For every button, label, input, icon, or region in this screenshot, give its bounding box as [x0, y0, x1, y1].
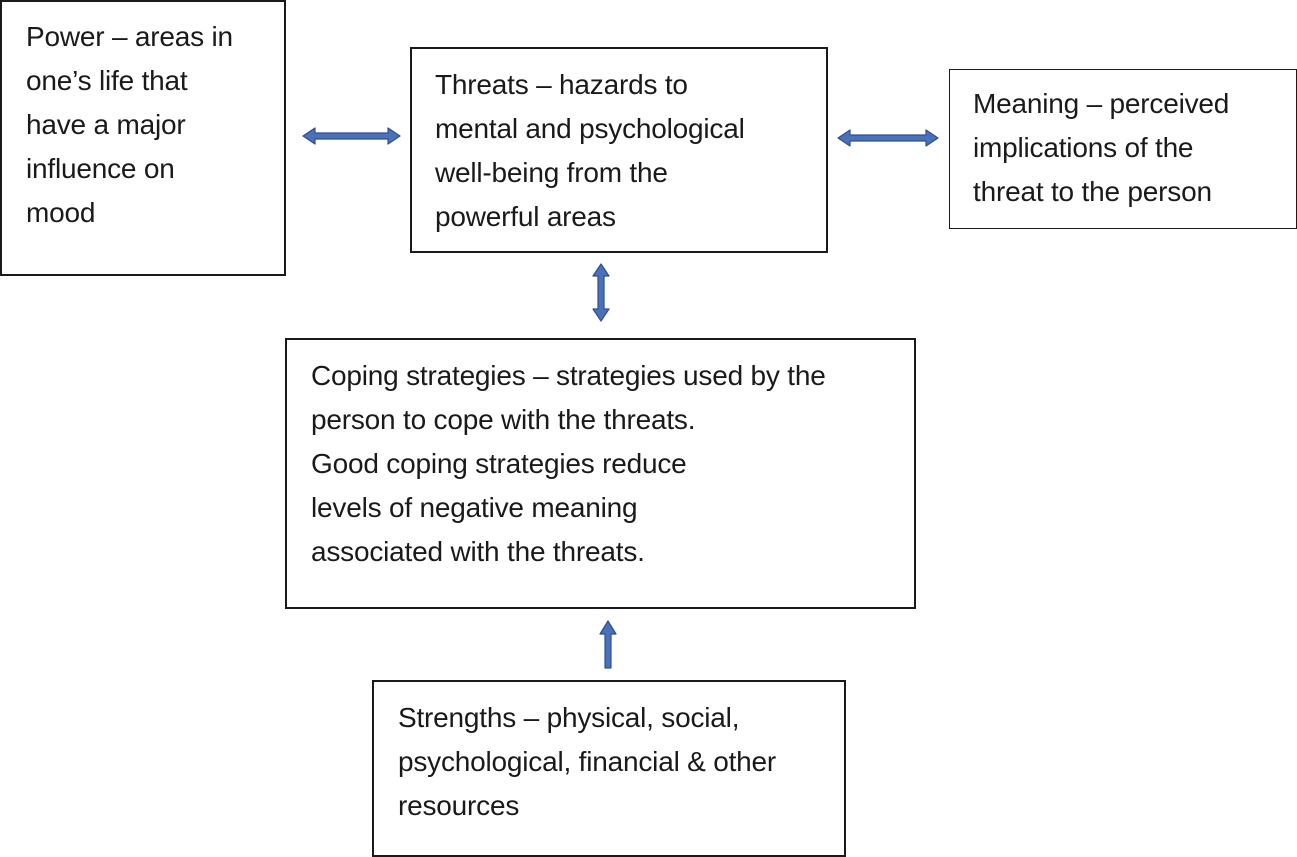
meaning-desc-3: threat to the person	[973, 176, 1212, 207]
power-desc-4: influence on	[26, 153, 175, 184]
strengths-desc-2: psychological, financial & other	[398, 746, 777, 777]
meaning-line-1: Meaning – perceived	[973, 82, 1296, 126]
threats-coping-double-arrow	[592, 263, 610, 322]
coping-desc-1: – strategies used by the	[525, 360, 826, 391]
meaning-desc-1: – perceived	[1079, 88, 1230, 119]
power-desc-2: one’s life that	[26, 65, 188, 96]
power-line-1: Power – areas in	[26, 15, 284, 59]
power-term: Power	[26, 21, 105, 52]
coping-desc-2: person to cope with the threats.	[311, 404, 696, 435]
strengths-desc-3: resources	[398, 790, 520, 821]
coping-desc-4: levels of negative meaning	[311, 492, 638, 523]
power-desc-5: mood	[26, 197, 96, 228]
threats-desc-3: well-being from the	[435, 157, 668, 188]
meaning-desc-2: implications of the	[973, 132, 1194, 163]
power-desc-1: – areas in	[104, 21, 233, 52]
coping-line-1: Coping strategies – strategies used by t…	[311, 354, 914, 398]
threats-desc-1: – hazards to	[528, 69, 688, 100]
power-desc-3: have a major	[26, 109, 186, 140]
strengths-desc-1: – physical, social,	[516, 702, 740, 733]
coping-desc-5: associated with the threats.	[311, 536, 645, 567]
threats-desc-4: powerful areas	[435, 201, 616, 232]
coping-term: Coping strategies	[311, 360, 526, 391]
strengths-line-1: Strengths – physical, social,	[398, 696, 844, 740]
strengths-to-coping-arrow	[599, 620, 617, 669]
threats-desc-2: mental and psychological	[435, 113, 745, 144]
power-threats-double-arrow	[302, 127, 401, 145]
meaning-term: Meaning	[973, 88, 1080, 119]
threats-line-1: Threats – hazards to	[435, 63, 826, 107]
meaning-box: Meaning – perceived implications of the …	[949, 69, 1297, 229]
threats-box: Threats – hazards to mental and psycholo…	[410, 47, 828, 253]
strengths-box: Strengths – physical, social, psychologi…	[372, 680, 846, 857]
coping-desc-3: Good coping strategies reduce	[311, 448, 687, 479]
strengths-term: Strengths	[398, 702, 517, 733]
threats-meaning-double-arrow	[837, 129, 939, 147]
power-box: Power – areas in one’s life that have a …	[0, 0, 286, 276]
threats-term: Threats	[435, 69, 529, 100]
coping-strategies-box: Coping strategies – strategies used by t…	[285, 338, 916, 609]
